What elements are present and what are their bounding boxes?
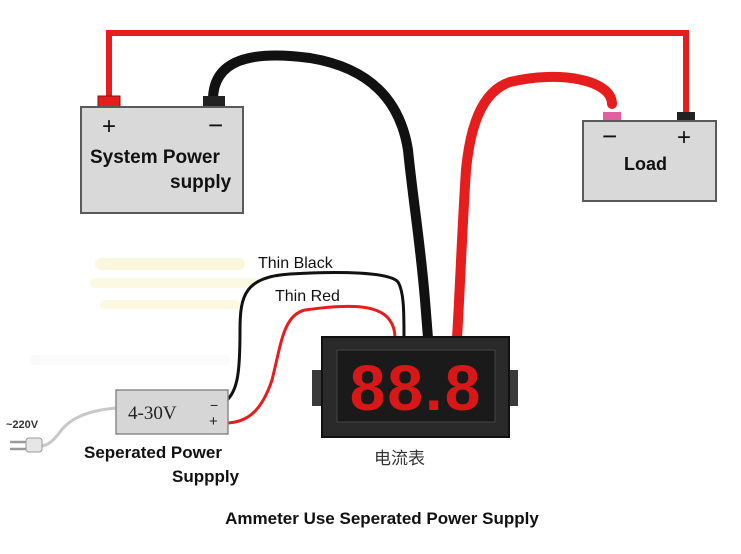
separated-supply-body (115, 389, 229, 435)
ammeter: 88.8 (312, 336, 518, 438)
ammeter-display: 88.8 (350, 352, 483, 424)
mains-label: ~220V (6, 419, 39, 431)
load-battery-body (582, 120, 717, 202)
mains-plug-icon (10, 437, 43, 453)
voltage-label: 4-30V (128, 403, 177, 424)
load-name: Load (624, 154, 667, 174)
system-negative-label: − (208, 110, 223, 140)
thin-black-label: Thin Black (258, 255, 334, 272)
load-negative-terminal (603, 112, 621, 122)
system-supply-name-line2: supply (170, 172, 232, 193)
system-positive-label: + (102, 113, 116, 140)
thin-black-wire (225, 271, 406, 402)
load-positive-label: + (677, 124, 691, 151)
thin-red-wire (224, 304, 397, 425)
system-battery-body (80, 106, 244, 214)
red-top-wire (106, 30, 689, 113)
load-battery: − + Load (582, 112, 717, 202)
separated-supply-name-line1: Seperated Power (84, 443, 222, 462)
system-power-supply: + − System Power supply (80, 95, 244, 214)
system-negative-terminal (203, 96, 225, 108)
background-smudge (30, 258, 260, 365)
red-main-wire (452, 72, 617, 343)
separated-supply-name-line2: Suppply (172, 467, 240, 486)
system-supply-name-line1: System Power (90, 147, 220, 168)
load-positive-terminal (677, 112, 695, 122)
ammeter-caption: 电流表 (374, 449, 425, 468)
black-main-wire (208, 50, 433, 343)
load-negative-label: − (602, 121, 617, 151)
separated-minus-label: − (210, 397, 218, 413)
thin-red-label: Thin Red (275, 288, 340, 305)
separated-plus-label: + (209, 413, 218, 430)
ammeter-screen (336, 349, 496, 423)
mains-cable (39, 406, 118, 448)
separated-power-supply: 4-30V − + (115, 389, 229, 435)
diagram-caption: Ammeter Use Seperated Power Supply (225, 509, 539, 528)
